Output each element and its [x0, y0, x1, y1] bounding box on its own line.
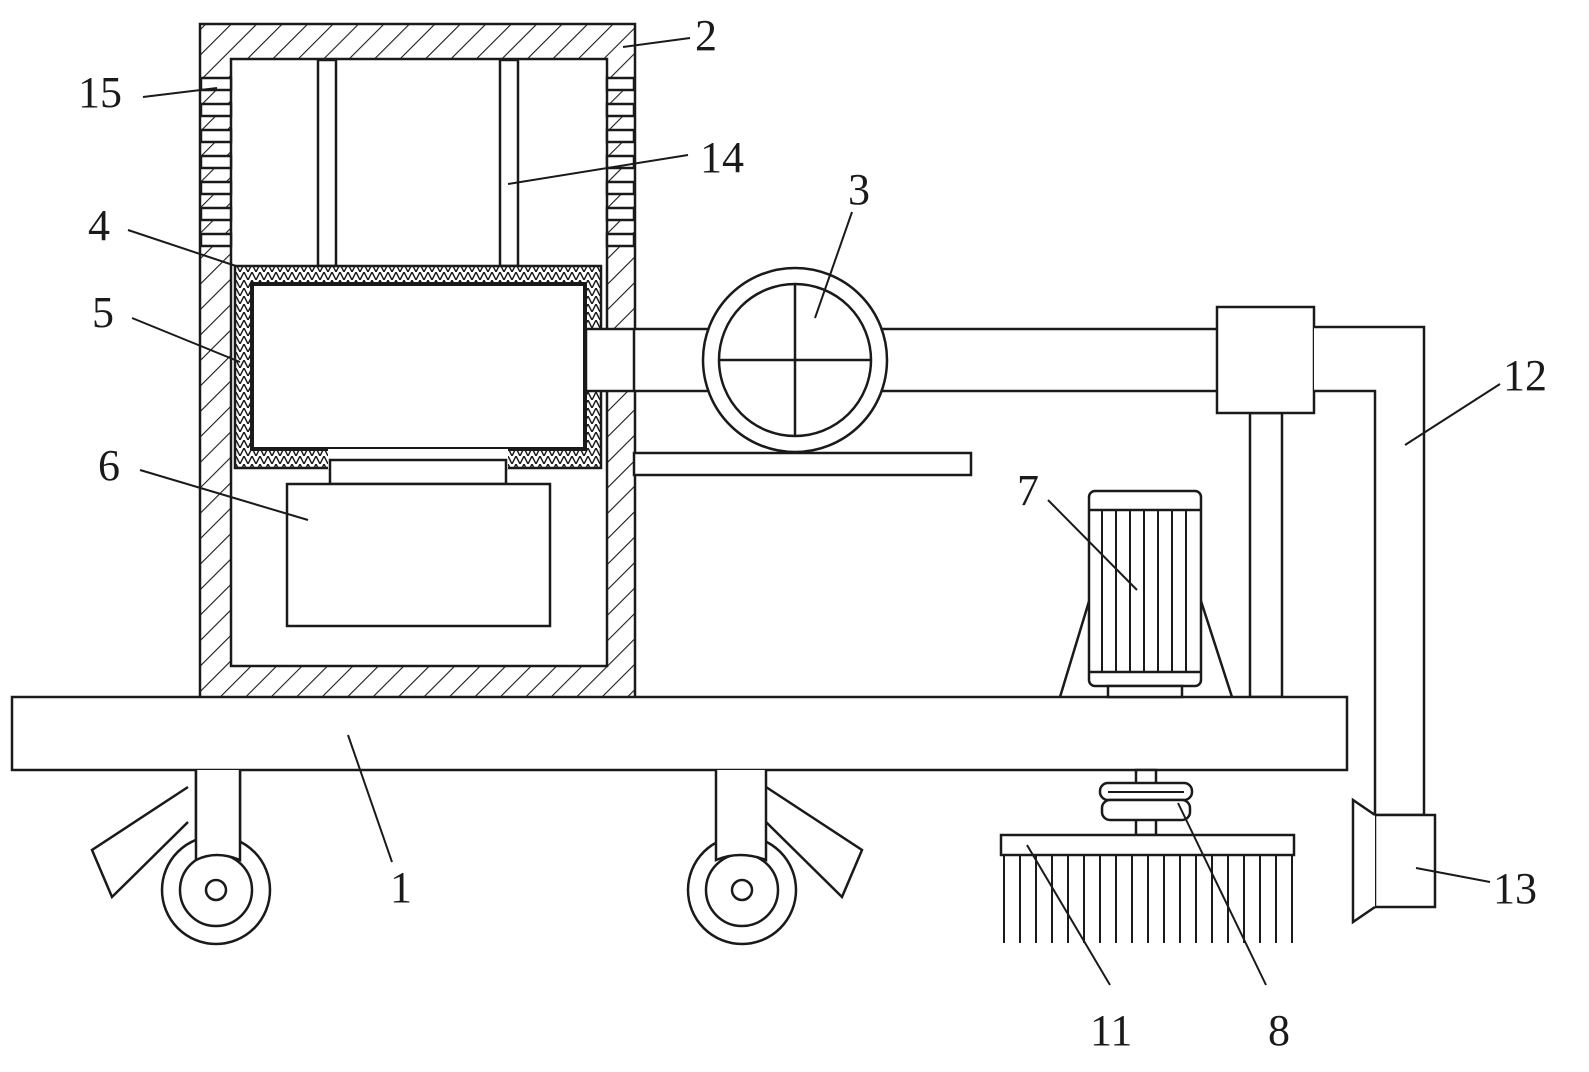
leader-lines [127, 37, 1501, 986]
callout-13: 13 [1493, 864, 1537, 913]
callout-14: 14 [700, 133, 744, 182]
support-rods [316, 58, 520, 268]
collection-drawer [285, 482, 552, 628]
suction-nozzle [1351, 797, 1437, 925]
intake-duct [584, 327, 1223, 393]
callout-6: 6 [98, 441, 120, 490]
vent-slots [199, 76, 636, 248]
callout-15: 15 [78, 68, 122, 117]
callout-11: 11 [1090, 1006, 1132, 1055]
callout-8: 8 [1268, 1006, 1290, 1055]
callout-2: 2 [695, 11, 717, 60]
callout-5: 5 [92, 288, 114, 337]
motor [1058, 489, 1234, 699]
callout-1: 1 [390, 863, 412, 912]
fan-mount-plate [632, 451, 973, 477]
left-wheel [90, 770, 272, 946]
callout-12: 12 [1503, 351, 1547, 400]
brush [999, 833, 1296, 943]
base-platform [10, 695, 1349, 772]
callout-7: 7 [1017, 466, 1039, 515]
callout-3: 3 [848, 165, 870, 214]
coupling [1098, 768, 1194, 837]
callout-4: 4 [88, 201, 110, 250]
fan [701, 266, 889, 454]
pipe-joint [1215, 305, 1316, 699]
filter-box [233, 264, 603, 486]
right-wheel [686, 770, 864, 946]
